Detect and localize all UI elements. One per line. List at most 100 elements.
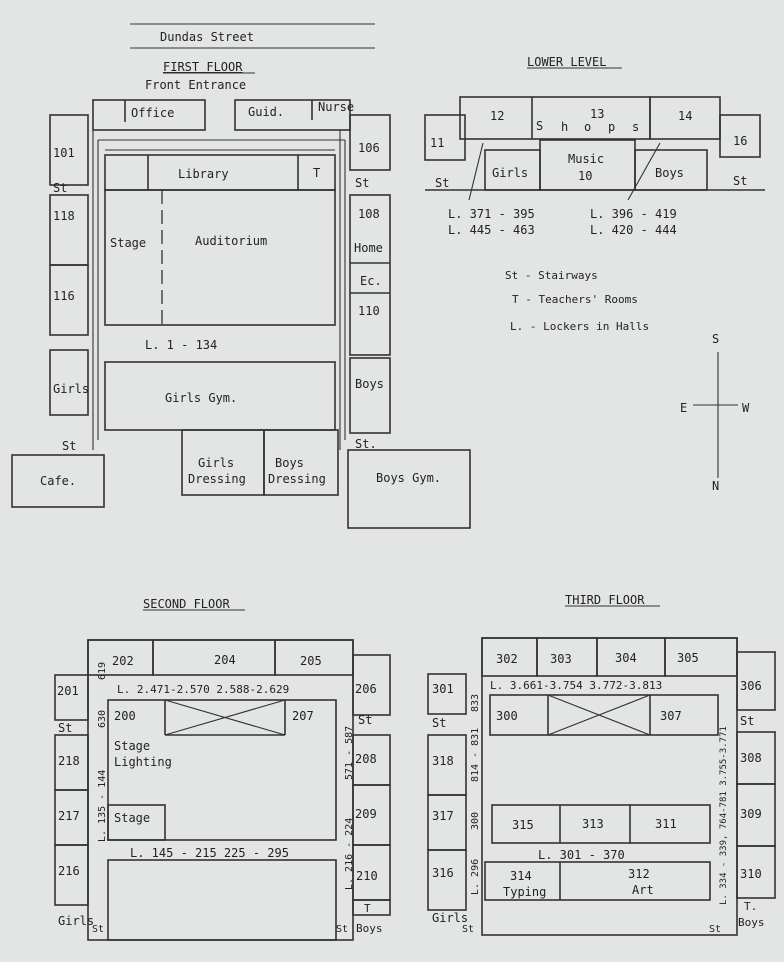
boys-label: Boys [355,377,384,391]
room-206-label: 206 [355,682,377,696]
room-12-label: 12 [490,109,504,123]
stair-label-d: St. [355,437,377,451]
shops-h-label: h [561,120,568,134]
second-stage-label: Stage [114,811,150,825]
room-210-label: 210 [356,869,378,883]
room-302-label: 302 [496,652,518,666]
room-317-label: 317 [432,809,454,823]
girls-lower-label: Girls [492,166,528,180]
locker-range-3: L. 396 - 419 [590,207,677,221]
girls-second-label: Girls [58,914,94,928]
stair-label-a: St [53,181,67,195]
room-310-label: 310 [740,867,762,881]
second-locker-left-a: 619 [97,662,108,680]
room-300-label: 300 [496,709,518,723]
stair-third-a-label: St [432,716,446,730]
third-locker-left-b: 814 - 831 [470,728,481,782]
lower-level-plan: 11 12 S 13 h o p s 14 16 Girls Music 10 … [424,96,765,237]
girls-washroom [49,349,89,416]
room-106-label: 106 [358,141,380,155]
stage-lighting-label-1: Stage [114,739,150,753]
stair-second-c-label: St [92,924,104,935]
room-200-label: 200 [114,709,136,723]
room-118-label: 118 [53,209,75,223]
first-floor-lockers-label: L. 1 - 134 [145,338,217,352]
room-208-label: 208 [355,752,377,766]
second-floor-bottom-lockers: L. 145 - 215 225 - 295 [130,846,289,860]
boys-third-label: Boys [738,916,765,929]
third-locker-left-c: 300 [470,812,481,830]
stair-lower-left-label: St [435,176,449,190]
second-locker-right-a: L. 216 - 224 [344,818,355,890]
room-106 [349,114,391,171]
room-204-label: 204 [214,653,236,667]
room-116-label: 116 [53,289,75,303]
room-303-label: 303 [550,652,572,666]
room-108-110 [349,194,391,356]
room-311-label: 311 [655,817,677,831]
boys-gym-room [347,449,471,529]
third-locker-left-d: L. 296 [470,859,481,895]
shops-s-label: S [536,119,543,133]
room-101-label: 101 [53,146,75,160]
room-110-label: 110 [358,304,380,318]
room-307-label: 307 [660,709,682,723]
shops-o-label: o [584,120,591,134]
shops-room [459,96,651,140]
room-308-label: 308 [740,751,762,765]
cafeteria [11,454,105,508]
office-room [92,99,206,131]
room-207-label: 207 [292,709,314,723]
street-label: Dundas Street [160,30,254,44]
boys-dressing-label-2: Dressing [268,472,326,486]
legend-item-stairways: St - Stairways [505,269,598,282]
lower-level-title: LOWER LEVEL [527,55,606,69]
second-locker-left-b: 630 [97,710,108,728]
legend-item-teachers: T - Teachers' Rooms [512,293,638,306]
third-floor-middle-lockers: L. 301 - 370 [538,848,625,862]
compass-east-label: E [680,401,687,415]
stair-third-c-label: St [462,924,474,935]
auditorium-label: Auditorium [195,234,267,248]
room-101 [49,114,89,186]
second-floor-top-lockers: L. 2.471-2.570 2.588-2.629 [117,683,289,696]
stage-lighting-label-2: Lighting [114,755,172,769]
guidance-label: Guid. [248,105,284,119]
home-ec-label-1: Home [354,241,383,255]
stair-second-d-label: St [336,924,348,935]
compass-rose: S N E W [680,332,750,493]
teachers-room-label: T [313,166,320,180]
first-floor-title: FIRST FLOOR [163,60,243,74]
third-floor-title: THIRD FLOOR [565,593,645,607]
first-floor-plan: Office Guid. Nurse 101 St 118 116 Girls … [11,99,471,529]
room-301-label: 301 [432,682,454,696]
room-16 [719,114,761,158]
room-314-label: 314 [510,869,532,883]
girls-dressing-label-2: Dressing [188,472,246,486]
room-218-label: 218 [58,754,80,768]
boys-washroom [349,357,391,434]
room-202-label: 202 [112,654,134,668]
second-teachers-room-label: T [364,902,371,915]
compass-north-label: N [712,479,719,493]
map-legend: St - Stairways T - Teachers' Rooms L. - … [505,269,649,333]
cafeteria-label: Cafe. [40,474,76,488]
boys-second-label: Boys [356,922,383,935]
girls-label: Girls [53,382,89,396]
room-315-label: 315 [512,818,534,832]
room-11 [424,114,466,161]
room-16-label: 16 [733,134,747,148]
shops-p-label: p [608,120,615,134]
stair-third-d-label: St [709,924,721,935]
room-309-label: 309 [740,807,762,821]
stair-lower-right-label: St [733,174,747,188]
boys-gym-label: Boys Gym. [376,471,441,485]
third-floor-top-lockers: L. 3.661-3.754 3.772-3.813 [490,679,662,692]
front-entrance-label: Front Entrance [145,78,246,92]
room-14-label: 14 [678,109,692,123]
shops-s2-label: s [632,120,639,134]
second-floor-plan: 202 204 205 L. 2.471-2.570 2.588-2.629 2… [54,639,391,941]
room-216-label: 216 [58,864,80,878]
stage-label: Stage [110,236,146,250]
